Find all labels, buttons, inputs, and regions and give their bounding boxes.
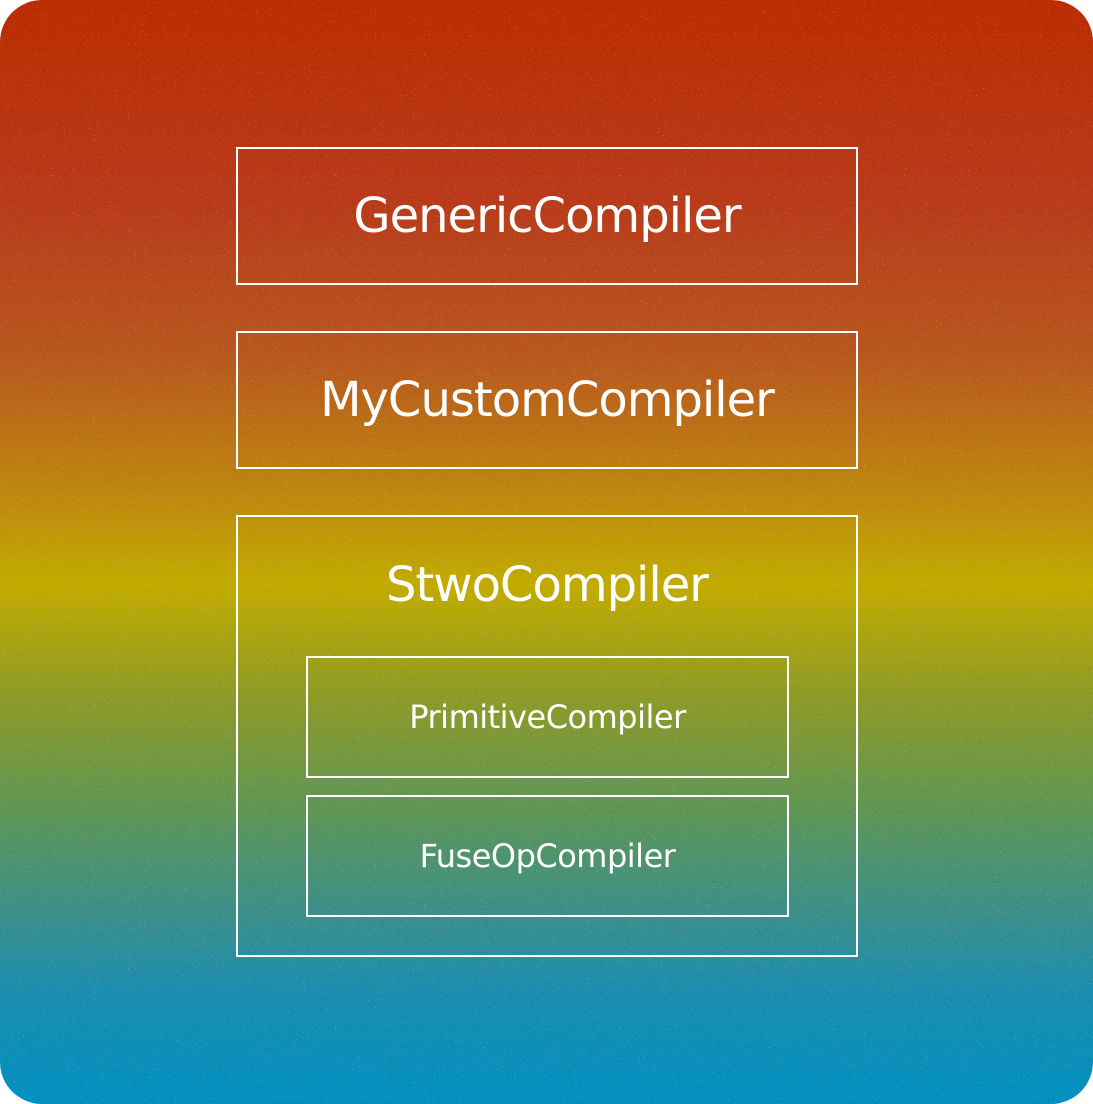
- primitive-compiler-label: PrimitiveCompiler: [409, 698, 686, 736]
- primitive-compiler-box: PrimitiveCompiler: [306, 656, 789, 778]
- custom-compiler-box: MyCustomCompiler: [236, 331, 858, 469]
- generic-compiler-label: GenericCompiler: [353, 188, 741, 244]
- fuse-op-compiler-label: FuseOpCompiler: [419, 837, 676, 875]
- stwo-compiler-box: StwoCompiler: [236, 515, 858, 957]
- custom-compiler-label: MyCustomCompiler: [320, 372, 775, 428]
- fuse-op-compiler-box: FuseOpCompiler: [306, 795, 789, 917]
- generic-compiler-box: GenericCompiler: [236, 147, 858, 285]
- stwo-compiler-label: StwoCompiler: [386, 557, 709, 613]
